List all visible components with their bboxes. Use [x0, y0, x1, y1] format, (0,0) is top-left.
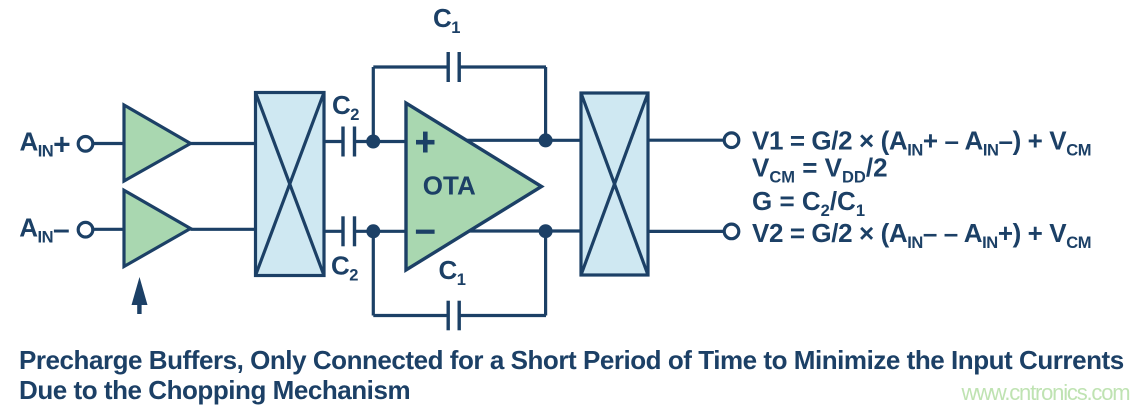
svg-text:Due to the Chopping Mechanism: Due to the Chopping Mechanism	[19, 375, 410, 405]
svg-text:www.cntronics.com: www.cntronics.com	[961, 380, 1130, 405]
svg-text:G = C2/C1: G = C2/C1	[752, 186, 865, 220]
svg-text:AIN–: AIN–	[19, 212, 69, 246]
svg-text:C1: C1	[433, 3, 460, 37]
svg-text:VCM = VDD/2: VCM = VDD/2	[752, 153, 888, 187]
svg-text:AIN+: AIN+	[20, 126, 71, 161]
svg-text:V2 = G/2 × (AIN– – AIN+) + VCM: V2 = G/2 × (AIN– – AIN+) + VCM	[752, 218, 1091, 252]
svg-text:C2: C2	[331, 250, 358, 284]
svg-text:C1: C1	[439, 255, 466, 289]
svg-text:C2: C2	[332, 90, 359, 124]
svg-text:Precharge Buffers, Only Connec: Precharge Buffers, Only Connected for a …	[19, 345, 1124, 375]
svg-text:OTA: OTA	[423, 171, 476, 201]
svg-text:V1 = G/2 × (AIN+ – AIN–) + VCM: V1 = G/2 × (AIN+ – AIN–) + VCM	[752, 125, 1091, 159]
